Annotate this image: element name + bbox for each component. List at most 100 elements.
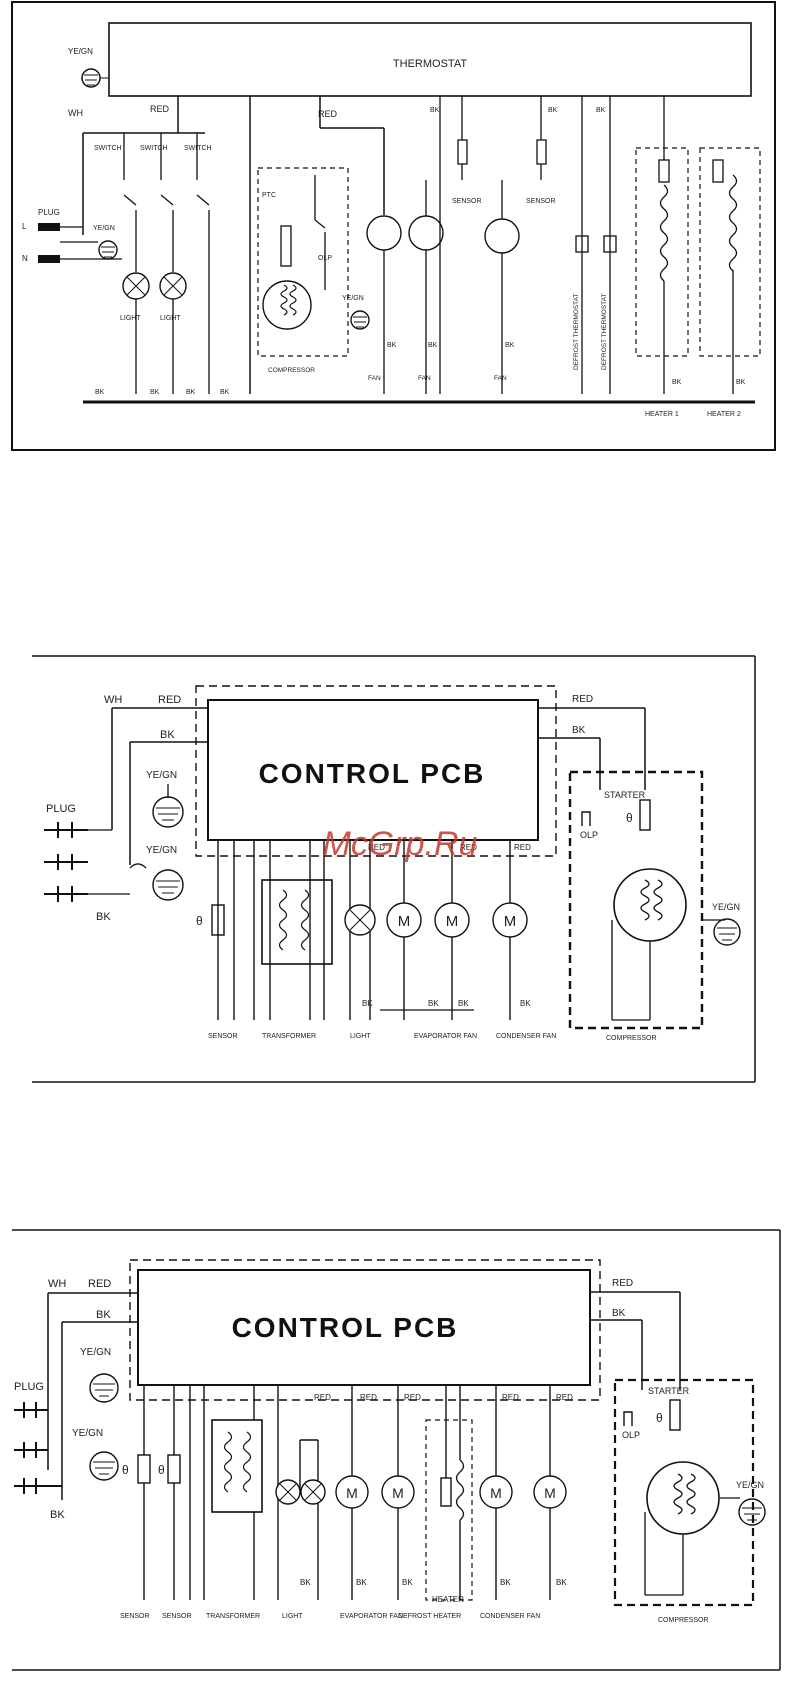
fan-3-label: FAN bbox=[494, 375, 507, 382]
compressor-box-3 bbox=[613, 1378, 755, 1607]
defrost-thermostat-1-label: DEFROST THERMOSTAT bbox=[573, 294, 580, 370]
starter-label-3: STARTER bbox=[648, 1386, 690, 1396]
bottom-bk-3: BK bbox=[186, 389, 196, 396]
light-1-label: LIGHT bbox=[120, 315, 141, 322]
light-label-2: LIGHT bbox=[350, 1033, 371, 1040]
light-1 bbox=[122, 272, 150, 394]
heater-1-label: HEATER 1 bbox=[645, 411, 679, 418]
cond-fan-label-3a: CONDENSER FAN bbox=[480, 1613, 540, 1620]
heater-1-coil bbox=[659, 184, 669, 282]
svg-text:M: M bbox=[398, 913, 411, 930]
comp-yegn-label-3: YE/GN bbox=[736, 1480, 764, 1490]
starter-label-2: STARTER bbox=[604, 790, 646, 800]
switch-1-label: SWITCH bbox=[94, 145, 122, 152]
bottom-bk-3d: BK bbox=[500, 1578, 511, 1587]
plug-label-2: PLUG bbox=[46, 803, 76, 815]
thermostat-label: THERMOSTAT bbox=[393, 58, 467, 70]
motor-3a: M bbox=[335, 1385, 369, 1600]
pcb-dashed-outline-3 bbox=[129, 1259, 601, 1401]
yegn-label-3b: YE/GN bbox=[72, 1428, 103, 1439]
wire-bk-right: BK bbox=[596, 107, 606, 114]
bk-label-2: BK bbox=[160, 729, 175, 741]
olp-label-2: OLP bbox=[580, 830, 598, 840]
wh-label: WH bbox=[68, 108, 83, 118]
sensor-1-label: SENSOR bbox=[452, 198, 482, 205]
top-wire-2c: RED bbox=[514, 843, 531, 852]
bottom-bk-3e: BK bbox=[556, 1578, 567, 1587]
svg-text:θ: θ bbox=[158, 1463, 165, 1477]
svg-text:M: M bbox=[392, 1485, 404, 1501]
light-3-symbols bbox=[275, 1385, 326, 1600]
heater-2-coil bbox=[728, 174, 738, 272]
fan-2-bk: BK bbox=[428, 342, 438, 349]
thermostat-box bbox=[108, 22, 752, 97]
bottom-bk-3b: BK bbox=[356, 1578, 367, 1587]
ground-symbol-compressor bbox=[350, 310, 370, 330]
light-2 bbox=[159, 272, 187, 394]
plug-pin-l bbox=[38, 223, 60, 231]
heater-label-3: HEATER bbox=[432, 1595, 464, 1604]
bottom-bk-2c: BK bbox=[458, 999, 469, 1008]
heater-2-label: HEATER 2 bbox=[707, 411, 741, 418]
comp-yegn-label-2: YE/GN bbox=[712, 902, 740, 912]
bottom-bk-3a: BK bbox=[300, 1578, 311, 1587]
fan-1-label: FAN bbox=[368, 375, 381, 382]
ptc-label: PTC bbox=[262, 192, 276, 199]
olp-symbol-3 bbox=[623, 1411, 633, 1426]
bk-right-label-3: BK bbox=[612, 1308, 626, 1319]
ground-symbol-3a bbox=[89, 1373, 119, 1403]
sensor-3a: θ bbox=[122, 1385, 151, 1600]
ground-symbol-comp-2 bbox=[702, 918, 741, 946]
plug-pin-n bbox=[38, 255, 60, 263]
bottom-bk-2: BK bbox=[150, 389, 160, 396]
ground-symbol-top bbox=[81, 68, 109, 88]
top-wire-3a: RED bbox=[314, 1393, 331, 1402]
sensor-label-2: SENSOR bbox=[208, 1033, 238, 1040]
red-label-3: RED bbox=[88, 1278, 111, 1290]
yegn-label-2b: YE/GN bbox=[146, 845, 177, 856]
plug-label: PLUG bbox=[38, 208, 60, 217]
bk-right-label-2: BK bbox=[572, 725, 586, 736]
bk-label-3: BK bbox=[96, 1309, 111, 1321]
fan-3-bk: BK bbox=[505, 342, 515, 349]
defrost-thermostat-2-label: DEFROST THERMOSTAT bbox=[601, 294, 608, 370]
compressor-motor-3 bbox=[646, 1461, 720, 1535]
plug-l-label: L bbox=[22, 222, 27, 231]
heater-2-element bbox=[712, 159, 724, 183]
light-2-symbol bbox=[344, 840, 376, 1020]
light-label-3: LIGHT bbox=[282, 1613, 303, 1620]
diagram-1: THERMOSTAT YE/GN WH RED RED bbox=[11, 1, 776, 451]
olp-symbol-2 bbox=[581, 811, 591, 826]
compressor-label-3: COMPRESSOR bbox=[658, 1617, 709, 1624]
heater-1-element bbox=[658, 159, 670, 183]
compressor-label: COMPRESSOR bbox=[268, 367, 315, 374]
bottom-bk-2d: BK bbox=[520, 999, 531, 1008]
switch-group bbox=[123, 133, 210, 394]
light-2-label: LIGHT bbox=[160, 315, 181, 322]
compressor-motor-2 bbox=[613, 868, 687, 942]
ground-symbol-comp-3 bbox=[720, 1497, 766, 1526]
plug-yegn-label: YE/GN bbox=[93, 225, 115, 232]
heater-1-box bbox=[635, 147, 689, 357]
pcb-dashed-outline bbox=[195, 685, 557, 857]
cond-fan-label-2: CONDENSER FAN bbox=[496, 1033, 556, 1040]
compressor-label-2: COMPRESSOR bbox=[606, 1035, 657, 1042]
motor-2c: M bbox=[492, 840, 528, 1020]
top-wire-2b: RED bbox=[460, 843, 477, 852]
top-wire-3e: RED bbox=[556, 1393, 573, 1402]
sensor-label-3b: SENSOR bbox=[162, 1613, 192, 1620]
diagram-1-frame bbox=[11, 1, 776, 451]
wh-label-2: WH bbox=[104, 694, 122, 706]
fan-3 bbox=[484, 180, 520, 394]
bottom-bk-1: BK bbox=[95, 389, 105, 396]
pcb-box-3 bbox=[137, 1269, 591, 1386]
starter-element-2 bbox=[639, 799, 651, 831]
plug-label-3: PLUG bbox=[14, 1381, 44, 1393]
svg-text:M: M bbox=[346, 1485, 358, 1501]
diagram-3: CONTROL PCB WH RED BK YE/GN YE/GN PLUG B… bbox=[12, 1229, 781, 1671]
sensor-1-element bbox=[457, 139, 468, 165]
red-right-label-2: RED bbox=[572, 694, 593, 705]
theta-2: θ bbox=[626, 811, 633, 825]
defrost-heater-3 bbox=[440, 1385, 465, 1600]
